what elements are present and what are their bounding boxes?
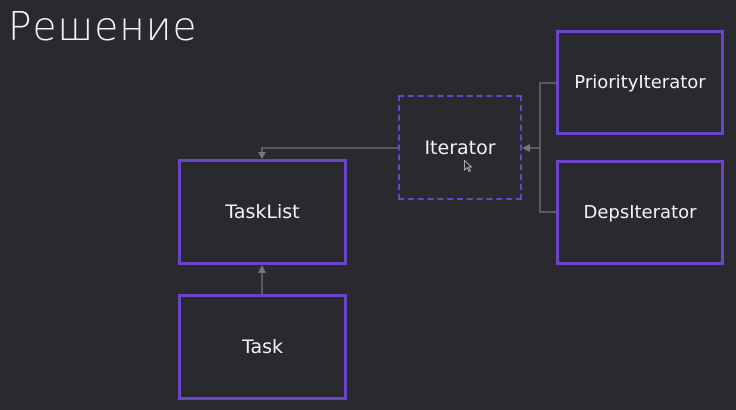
deps-iterator-label: DepsIterator <box>583 202 697 223</box>
edge-implementations-to-iterator <box>522 82 556 213</box>
edge-iterator-to-tasklist <box>258 147 398 159</box>
iterator-label: Iterator <box>424 136 496 159</box>
task-node: Task <box>178 294 347 400</box>
deps-iterator-node: DepsIterator <box>556 160 724 265</box>
edge-task-to-tasklist <box>258 265 266 294</box>
slide-title: Решение <box>8 5 198 50</box>
iterator-node: Iterator <box>398 95 522 200</box>
tasklist-node: TaskList <box>178 159 347 265</box>
priority-iterator-label: PriorityIterator <box>574 72 706 93</box>
tasklist-label: TaskList <box>225 201 300 223</box>
task-label: Task <box>241 336 283 358</box>
priority-iterator-node: PriorityIterator <box>556 30 724 135</box>
mouse-pointer-icon <box>464 160 472 172</box>
